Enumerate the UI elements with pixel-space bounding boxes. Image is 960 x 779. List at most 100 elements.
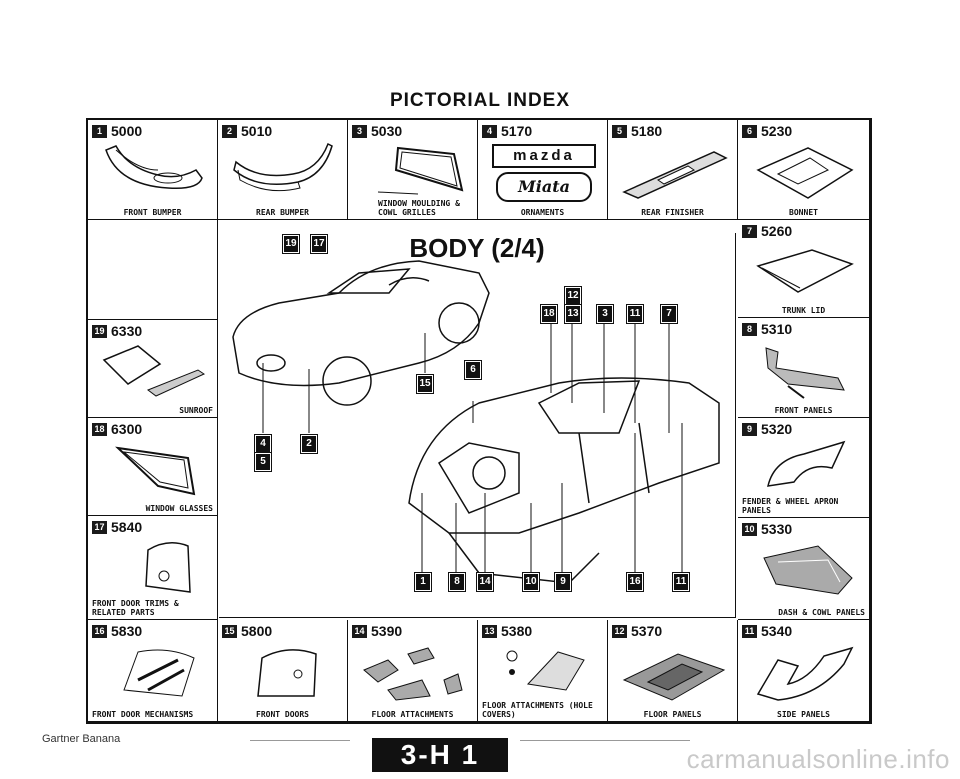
part-code: 5830 <box>111 623 143 639</box>
part-cell-front-bumper[interactable]: 1 5000 FRONT BUMPER <box>88 120 218 220</box>
part-caption: FLOOR ATTACHMENTS (HOLE COVERS) <box>482 701 593 719</box>
body-title: BODY (2/4) <box>409 233 545 263</box>
part-code: 5320 <box>761 421 793 437</box>
callout-1[interactable]: 1 <box>414 572 432 592</box>
part-cell-rear-bumper[interactable]: 2 5010 REAR BUMPER <box>218 120 348 220</box>
part-cell-window-glasses[interactable]: 18 6300 WINDOW GLASSES <box>88 418 218 516</box>
part-number-badge: 16 <box>92 624 107 638</box>
part-code: 5030 <box>371 123 403 139</box>
callout-11-bottom[interactable]: 11 <box>672 572 690 592</box>
part-code: 6330 <box>111 323 143 339</box>
door-mechanism-illustration <box>123 649 195 697</box>
dash-panel-illustration <box>763 545 853 595</box>
callout-8[interactable]: 8 <box>448 572 466 592</box>
part-number-badge: 11 <box>742 624 757 638</box>
part-code: 5000 <box>111 123 143 139</box>
part-caption: FRONT PANELS <box>774 406 833 415</box>
bonnet-illustration <box>756 147 854 199</box>
part-caption: ORNAMENTS <box>520 208 565 217</box>
callout-10[interactable]: 10 <box>522 572 540 592</box>
body-diagram-panel: BODY (2/4) <box>219 233 736 618</box>
part-number-badge: 4 <box>482 124 497 138</box>
part-number-badge: 10 <box>742 522 757 536</box>
front-door-illustration <box>257 649 317 697</box>
part-caption: FENDER & WHEEL APRON PANELS <box>742 497 839 515</box>
callout-17[interactable]: 17 <box>310 234 328 254</box>
trunk-lid-illustration <box>756 249 854 293</box>
callout-11-top[interactable]: 11 <box>626 304 644 324</box>
part-number-badge: 15 <box>222 624 237 638</box>
page-number-tab: 3-H 1 <box>372 738 508 772</box>
callout-16[interactable]: 16 <box>626 572 644 592</box>
index-grid: 1 5000 FRONT BUMPER 2 5010 REAR BUMPER 3 50… <box>86 118 872 724</box>
part-caption: BONNET <box>789 208 818 217</box>
part-number-badge: 7 <box>742 224 757 238</box>
callout-19[interactable]: 19 <box>282 234 300 254</box>
callout-12[interactable]: 12 <box>564 286 582 306</box>
part-number-badge: 19 <box>92 324 107 338</box>
part-cell-hole-covers[interactable]: 13 5380 FLOOR ATTACHMENTS (HOLE COVERS) <box>478 620 608 722</box>
floor-panels-illustration <box>622 653 726 701</box>
part-number-badge: 1 <box>92 124 107 138</box>
sunroof-illustration <box>102 345 206 397</box>
rear-bumper-illustration <box>233 142 333 192</box>
part-number-badge: 6 <box>742 124 757 138</box>
callout-4[interactable]: 4 <box>254 434 272 454</box>
part-caption: FRONT DOOR TRIMS & RELATED PARTS <box>92 599 179 617</box>
callout-18[interactable]: 18 <box>540 304 558 324</box>
callout-6[interactable]: 6 <box>464 360 482 380</box>
part-caption: WINDOW GLASSES <box>145 504 213 513</box>
part-code: 6300 <box>111 421 143 437</box>
part-number-badge: 5 <box>612 124 627 138</box>
part-code: 5260 <box>761 223 793 239</box>
part-cell-side-panels[interactable]: 11 5340 SIDE PANELS <box>738 620 870 722</box>
part-code: 5170 <box>501 123 533 139</box>
part-code: 5310 <box>761 321 793 337</box>
side-panels-illustration <box>756 646 854 701</box>
part-caption: REAR BUMPER <box>256 208 309 217</box>
part-number-badge: 12 <box>612 624 627 638</box>
rear-finisher-illustration <box>622 151 728 199</box>
part-caption: DASH & COWL PANELS <box>778 608 865 617</box>
part-caption: REAR FINISHER <box>641 208 704 217</box>
callout-2[interactable]: 2 <box>300 434 318 454</box>
part-code: 5340 <box>761 623 793 639</box>
part-number-badge: 3 <box>352 124 367 138</box>
part-number-badge: 2 <box>222 124 237 138</box>
part-code: 5380 <box>501 623 533 639</box>
mazda-logo: mazda <box>492 144 596 168</box>
callout-3[interactable]: 3 <box>596 304 614 324</box>
callout-9[interactable]: 9 <box>554 572 572 592</box>
callout-7[interactable]: 7 <box>660 304 678 324</box>
part-number-badge: 18 <box>92 422 107 436</box>
floor-attachments-illustration <box>363 647 463 701</box>
part-caption: FLOOR PANELS <box>643 710 702 719</box>
callout-15[interactable]: 15 <box>416 374 434 394</box>
callout-14[interactable]: 14 <box>476 572 494 592</box>
part-code: 5390 <box>371 623 403 639</box>
callout-13[interactable]: 13 <box>564 304 582 324</box>
part-number-badge: 13 <box>482 624 497 638</box>
footer-note: Gartner Banana <box>42 733 121 745</box>
part-code: 5010 <box>241 123 273 139</box>
part-caption: FRONT BUMPER <box>123 208 182 217</box>
callout-5[interactable]: 5 <box>254 452 272 472</box>
hole-covers-illustration <box>506 650 585 691</box>
part-number-badge: 17 <box>92 520 107 534</box>
part-caption: SIDE PANELS <box>777 710 830 719</box>
part-number-badge: 14 <box>352 624 367 638</box>
